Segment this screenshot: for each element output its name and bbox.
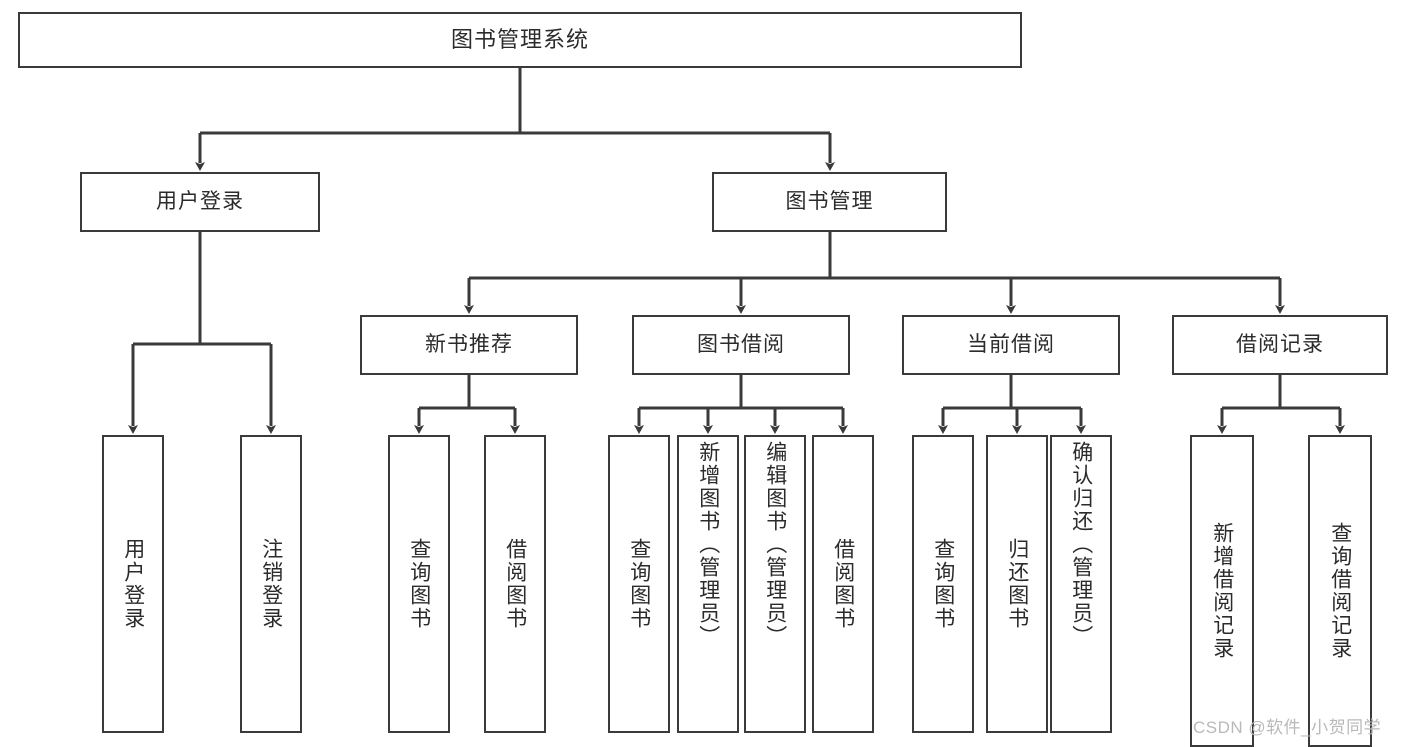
node-leaf-return-book[interactable]: 归还图书 bbox=[986, 435, 1048, 733]
node-borrow-record[interactable]: 借阅记录 bbox=[1172, 315, 1388, 375]
node-leaf-query-book-2-label: 查询图书 bbox=[627, 538, 651, 630]
node-borrow-record-label: 借阅记录 bbox=[1236, 333, 1324, 357]
node-root-label: 图书管理系统 bbox=[450, 26, 589, 52]
node-leaf-user-login[interactable]: 用户登录 bbox=[102, 435, 164, 733]
node-user-login-label: 用户登录 bbox=[156, 190, 244, 214]
node-book-manage[interactable]: 图书管理 bbox=[712, 172, 947, 232]
node-leaf-edit-book-label: 编辑图书（管理员） bbox=[763, 441, 787, 648]
node-leaf-return-book-label: 归还图书 bbox=[1005, 538, 1029, 630]
node-leaf-borrow-book-1-label: 借阅图书 bbox=[503, 538, 527, 630]
node-current-borrow-label: 当前借阅 bbox=[967, 333, 1055, 357]
node-leaf-add-record[interactable]: 新增借阅记录 bbox=[1190, 435, 1254, 747]
node-leaf-borrow-book-1[interactable]: 借阅图书 bbox=[484, 435, 546, 733]
csdn-watermark: CSDN @软件_小贺同学 bbox=[1193, 718, 1382, 737]
node-book-borrow-label: 图书借阅 bbox=[697, 333, 785, 357]
node-leaf-user-logout[interactable]: 注销登录 bbox=[240, 435, 302, 733]
node-leaf-borrow-book-2[interactable]: 借阅图书 bbox=[812, 435, 874, 733]
node-leaf-confirm-return-label: 确认归还（管理员） bbox=[1069, 441, 1093, 648]
node-book-manage-label: 图书管理 bbox=[785, 190, 874, 214]
node-user-login[interactable]: 用户登录 bbox=[80, 172, 320, 232]
node-leaf-edit-book[interactable]: 编辑图书（管理员） bbox=[744, 435, 806, 733]
node-leaf-query-book-3-label: 查询图书 bbox=[931, 538, 955, 630]
node-new-book-rec-label: 新书推荐 bbox=[425, 333, 513, 357]
node-leaf-borrow-book-2-label: 借阅图书 bbox=[831, 538, 855, 630]
node-book-borrow[interactable]: 图书借阅 bbox=[632, 315, 850, 375]
node-leaf-add-record-label: 新增借阅记录 bbox=[1210, 522, 1234, 660]
node-current-borrow[interactable]: 当前借阅 bbox=[902, 315, 1120, 375]
node-root[interactable]: 图书管理系统 bbox=[18, 12, 1022, 68]
node-leaf-user-logout-label: 注销登录 bbox=[259, 538, 283, 630]
node-leaf-add-book[interactable]: 新增图书（管理员） bbox=[677, 435, 739, 733]
node-leaf-query-book-2[interactable]: 查询图书 bbox=[608, 435, 670, 733]
node-leaf-user-login-label: 用户登录 bbox=[121, 538, 145, 630]
node-leaf-query-book-1[interactable]: 查询图书 bbox=[388, 435, 450, 733]
node-leaf-add-book-label: 新增图书（管理员） bbox=[696, 441, 720, 648]
node-leaf-query-record-label: 查询借阅记录 bbox=[1328, 522, 1352, 660]
node-new-book-rec[interactable]: 新书推荐 bbox=[360, 315, 578, 375]
node-leaf-query-book-1-label: 查询图书 bbox=[407, 538, 431, 630]
node-leaf-query-record[interactable]: 查询借阅记录 bbox=[1308, 435, 1372, 747]
node-leaf-query-book-3[interactable]: 查询图书 bbox=[912, 435, 974, 733]
node-leaf-confirm-return[interactable]: 确认归还（管理员） bbox=[1050, 435, 1112, 733]
